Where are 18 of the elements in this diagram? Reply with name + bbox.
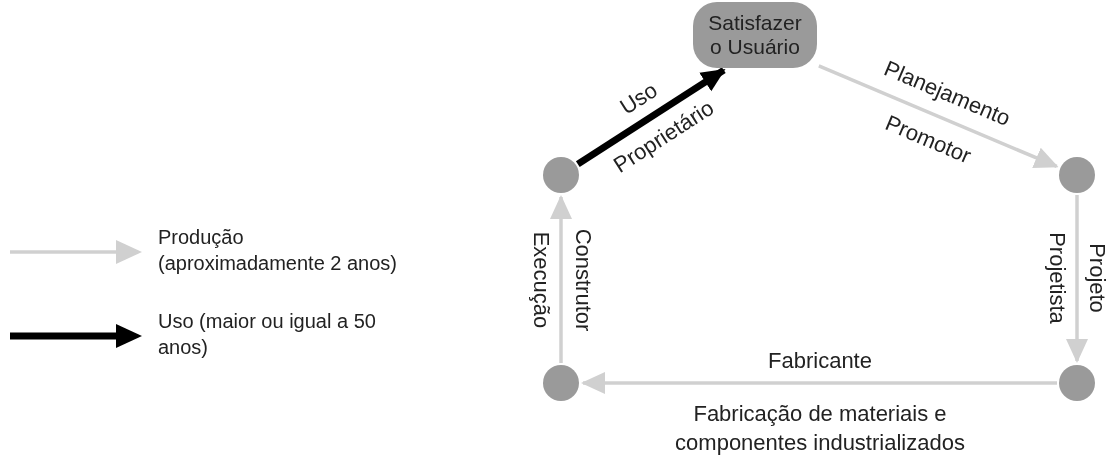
edge-label: Projeto xyxy=(1084,243,1112,313)
legend-text: Uso (maior ou igual a 50 anos) xyxy=(158,309,377,360)
arrow xyxy=(550,195,572,363)
stage-circle xyxy=(543,157,579,193)
legend-text: Produção (aproximadamente 2 anos) xyxy=(158,225,398,276)
edge-label: Execução xyxy=(528,231,556,329)
arrow xyxy=(818,64,1059,169)
role-label: Construtor xyxy=(570,228,598,332)
role-label: Fabricação de materiais e componentes industrializados xyxy=(674,400,966,457)
stage-circle xyxy=(1059,157,1095,193)
role-label: Projetista xyxy=(1044,232,1072,324)
edge-label: Fabricante xyxy=(768,346,872,375)
stage-circle xyxy=(1059,365,1095,401)
arrow xyxy=(1066,195,1088,363)
arrow xyxy=(581,372,1057,394)
goal-box: Satisfazer o Usuário xyxy=(693,2,817,68)
stage-circle xyxy=(543,365,579,401)
arrow xyxy=(575,67,726,168)
